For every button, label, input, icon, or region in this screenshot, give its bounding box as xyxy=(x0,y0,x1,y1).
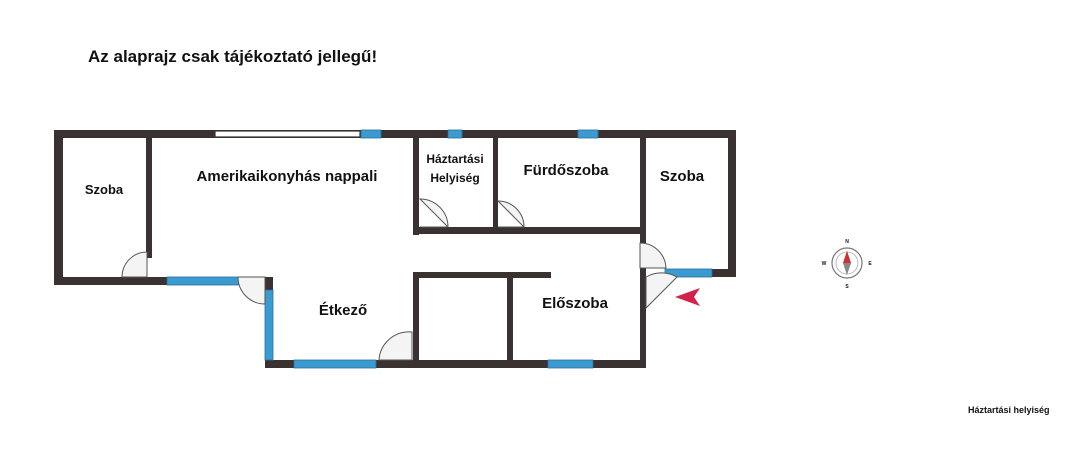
room-labels: Szoba Amerikaikonyhás nappali Háztartási… xyxy=(85,152,705,319)
room-eloszoba: Előszoba xyxy=(542,295,609,312)
compass-s: S xyxy=(845,284,849,290)
room-haztartasi-line2: Helyiség xyxy=(430,171,479,185)
walls xyxy=(54,130,736,368)
room-szoba-right: Szoba xyxy=(660,168,705,185)
room-etkezo: Étkező xyxy=(319,302,367,319)
room-szoba-left: Szoba xyxy=(85,182,124,197)
entrance-arrow-icon xyxy=(675,288,700,306)
compass-e: E xyxy=(868,261,872,267)
plan-disclaimer: Az alaprajz csak tájékoztató jellegű! xyxy=(88,47,378,66)
compass-n: N xyxy=(845,239,849,245)
compass-icon: N S E W xyxy=(822,239,873,290)
caption-text: Háztartási helyiség xyxy=(968,405,1050,415)
room-haztartasi-line1: Háztartási xyxy=(426,152,483,166)
sliding-door xyxy=(214,130,361,138)
windows xyxy=(166,129,713,369)
room-nappali: Amerikaikonyhás nappali xyxy=(197,168,378,185)
compass-w: W xyxy=(822,261,827,267)
doors xyxy=(121,198,678,361)
room-furdoszoba: Fürdőszoba xyxy=(524,162,610,179)
